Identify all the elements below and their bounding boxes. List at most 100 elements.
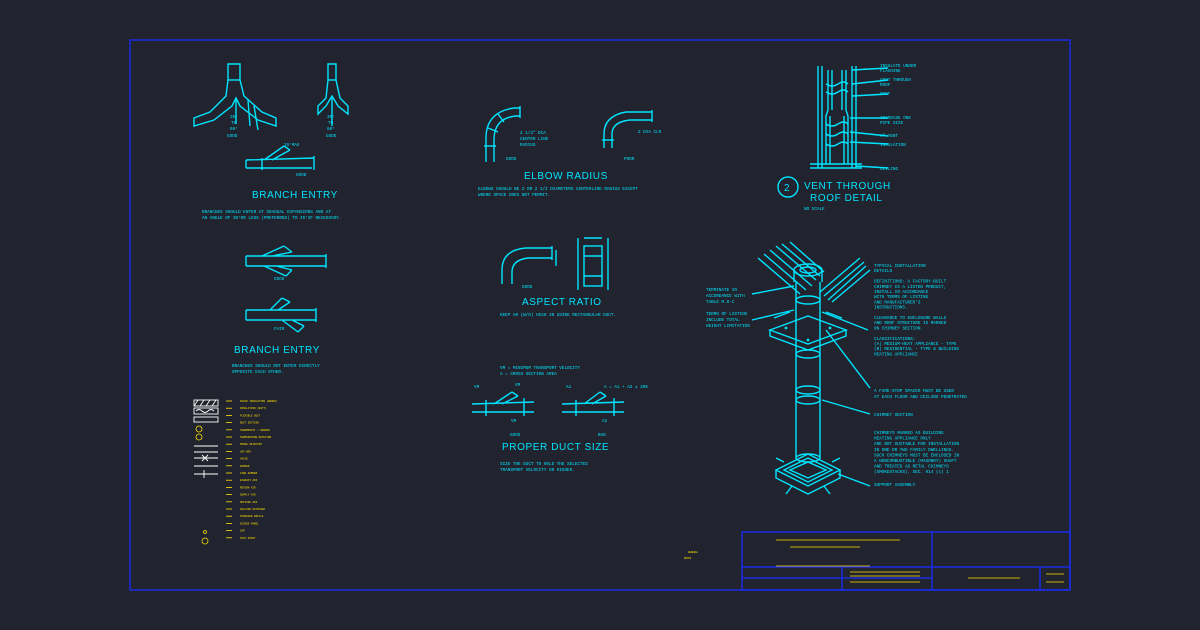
legend-row-label: TEMPERATURE DETECTOR bbox=[240, 436, 272, 439]
elbow-radius-note-2: WHERE SPACE DOES NOT PERMIT. bbox=[478, 193, 550, 198]
chimney-lower-note: IN ONE OR TWO FAMILY DWELLINGS. bbox=[874, 448, 954, 453]
symbol-legend: RIGID INSULATION (BOARD) INSULATION (BATT… bbox=[193, 399, 278, 545]
chimney-firestop-1: A FIRE-STOP SPACER MUST BE USED bbox=[874, 389, 954, 394]
branch-bottom-good: GOOD bbox=[274, 277, 285, 282]
branch-entry-bottom-detail: GOOD FAIR BRANCH ENTRY BRANCHES SHOULD N… bbox=[232, 245, 327, 375]
legend-row-label: THERMOSTAT / SENSOR bbox=[240, 428, 270, 432]
duct-size-note-2: TRANSPORT VELOCITY OR HIGHER. bbox=[500, 468, 575, 473]
chimney-left-note: ACCORDANCE WITH bbox=[706, 294, 745, 299]
chimney-right-note: DEFINITIONS: A FACTORY-BUILT bbox=[874, 280, 947, 285]
chimney-lower-note: A NONCOMBUSTIBLE (MASONRY) SHAFT bbox=[874, 459, 957, 464]
legend-row-label: RIGID INSULATION (BOARD) bbox=[240, 399, 278, 403]
legend-row-label: CEILING DIFFUSER bbox=[240, 508, 265, 511]
branch-lateral-rating: GOOD bbox=[296, 173, 307, 178]
elbow-good-label-1: 2 1/2" DIA bbox=[520, 131, 546, 136]
chimney-right-note: (A) MEDIUM-HEAT APPLIANCE - TYPE bbox=[874, 342, 957, 347]
branch-max-label: 15°MAX bbox=[284, 143, 300, 148]
chimney-right-note: CHIMNEY IS A LISTED PRODUCT, bbox=[874, 285, 946, 290]
chimney-left-note: TERMS OF LISTING bbox=[706, 312, 748, 317]
chimney-lower-note: HEATING APPLIANCE ONLY bbox=[874, 437, 931, 442]
branch-entry-top-title: BRANCH ENTRY bbox=[252, 190, 338, 201]
sheet-border bbox=[129, 39, 1071, 591]
chimney-left-note: TERMINATE IN bbox=[706, 288, 737, 293]
proper-duct-size-detail: VM = MINIMUM TRANSPORT VELOCITY A = CROS… bbox=[471, 366, 648, 473]
chimney-right-note: CLASSIFICATIONS: bbox=[874, 337, 915, 342]
legend-row-label: VALVE bbox=[240, 458, 248, 461]
duct-vm-1: VM bbox=[474, 385, 480, 390]
elbow-poor-rating: POOR bbox=[624, 157, 635, 162]
duct-size-def-1: VM = MINIMUM TRANSPORT VELOCITY bbox=[500, 366, 580, 371]
duct-good-rating: GOOD bbox=[510, 433, 521, 438]
elbow-radius-detail: 2 1/2" DIA CENTER LINE RADIUS GOOD 2 DIA… bbox=[478, 106, 662, 198]
elbow-radius-title: ELBOW RADIUS bbox=[524, 171, 608, 182]
legend-row-label: CAP bbox=[240, 530, 245, 533]
vent-callout: 4" VENT bbox=[880, 134, 898, 139]
chimney-right-note: CLEARANCE TO ENCLOSURE WALLS bbox=[874, 316, 947, 321]
chimney-right-note: AND MANUFACTURER'S bbox=[874, 300, 921, 305]
branch-right-angle2: 60° bbox=[327, 127, 335, 132]
branch-bottom-fair: FAIR bbox=[274, 327, 285, 332]
duct-a1: A1 bbox=[566, 385, 572, 390]
vent-callout: ROOF bbox=[880, 92, 891, 97]
legend-row-label: DAMPER bbox=[240, 465, 250, 468]
vent-callout: CEILING bbox=[880, 167, 898, 172]
duct-formula: A = A1 + A2 ± 20% bbox=[604, 385, 648, 390]
duct-size-def-2: A = CROSS SECTION AREA bbox=[500, 372, 557, 377]
vent-callout: INCREASE ONE bbox=[880, 116, 911, 121]
vent-callout: VENT THROUGH bbox=[880, 78, 911, 83]
duct-bad-rating: BAD bbox=[598, 433, 606, 438]
branch-entry-top-note-2: AN ANGLE OF 30°OR LESS (PREFERRED) TO 45… bbox=[202, 216, 341, 221]
chimney-firestop-2: AT EACH FLOOR AND CEILING PENETRATED bbox=[874, 395, 967, 400]
aspect-good-rating: GOOD bbox=[522, 285, 533, 290]
duct-a2: A2 bbox=[602, 419, 608, 424]
legend-row-label: INSULATION (BATT) bbox=[240, 406, 267, 410]
legend-row-label: VAV BOX bbox=[240, 450, 251, 453]
aspect-ratio-detail: GOOD ASPECT RATIO KEEP AR (W/D) HIGH IN … bbox=[500, 237, 616, 318]
vent-callout: FLASHING bbox=[880, 69, 901, 74]
legend-row-label: DUCT SECTION bbox=[240, 422, 259, 425]
title-block bbox=[741, 531, 1071, 591]
vent-callout: ROOF bbox=[880, 83, 891, 88]
branch-left-rating: GOOD bbox=[227, 134, 238, 139]
legend-row-label: FIRE DAMPER bbox=[240, 472, 258, 475]
branch-entry-bottom-note-2: OPPOSITE EACH OTHER. bbox=[232, 370, 284, 375]
branch-right-to: TO bbox=[328, 121, 334, 126]
legend-row-label: EXHAUST AIR bbox=[240, 479, 258, 482]
general-notes-line-1: GENERAL bbox=[688, 551, 699, 554]
chimney-lower-note: (SMOKESTACKS). SEC. 914 (c) 1 bbox=[874, 470, 949, 475]
chimney-right-note: DETAILS bbox=[874, 269, 892, 274]
general-notes-line-2: NOTES bbox=[684, 557, 692, 560]
chimney-left-note: INCLUDE TOTAL bbox=[706, 318, 740, 323]
chimney-lower-note: SUCH CHIMNEYS MUST BE ENCLOSED IN bbox=[874, 453, 960, 458]
legend-row-label: TEST POINT bbox=[240, 537, 256, 540]
legend-row-label: FLEXIBLE DUCT bbox=[240, 414, 261, 417]
chimney-right-note: INSTRUCTIONS. bbox=[874, 306, 908, 311]
vent-scale: NO SCALE bbox=[804, 207, 825, 212]
duct-vm-2: VM bbox=[515, 383, 521, 388]
legend-row-label: ACCESS PANEL bbox=[240, 522, 259, 525]
branch-entry-bottom-title: BRANCH ENTRY bbox=[234, 345, 320, 356]
branch-left-to: TO bbox=[231, 121, 237, 126]
legend-row-label: RETURN AIR bbox=[240, 486, 256, 489]
branch-entry-top-detail: 30° TO 60° GOOD 30° TO 60° GOOD 15°MAX G… bbox=[193, 63, 349, 221]
branch-left-angle2: 60° bbox=[230, 127, 238, 132]
duct-size-note-1: SIZE THE DUCT TO HOLD THE SELECTED bbox=[500, 462, 588, 467]
vent-detail-number: 2 bbox=[784, 183, 790, 194]
chimney-left-note: HEIGHT LIMITATION bbox=[706, 324, 750, 329]
chimney-right-note: TYPICAL INSTALLATION bbox=[874, 264, 926, 269]
branch-left-angle: 30° bbox=[230, 115, 238, 120]
chimney-section-label: CHIMNEY SECTION bbox=[874, 413, 913, 418]
chimney-right-note: INSTALL IN ACCORDANCE bbox=[874, 290, 929, 295]
vent-title-line-1: VENT THROUGH bbox=[804, 181, 891, 192]
legend-row-label: TRANSFER GRILLE bbox=[240, 515, 264, 518]
vent-callout: INSULATION bbox=[880, 143, 906, 148]
chimney-lower-note: ARE NOT SUITABLE FOR INSTALLATION bbox=[874, 442, 960, 447]
vent-callout: INSULATE UNDER bbox=[880, 64, 917, 69]
branch-entry-bottom-note-1: BRANCHES SHOULD NOT ENTER DIRECTLY bbox=[232, 364, 320, 369]
legend-row-label: OUTSIDE AIR bbox=[240, 501, 258, 504]
